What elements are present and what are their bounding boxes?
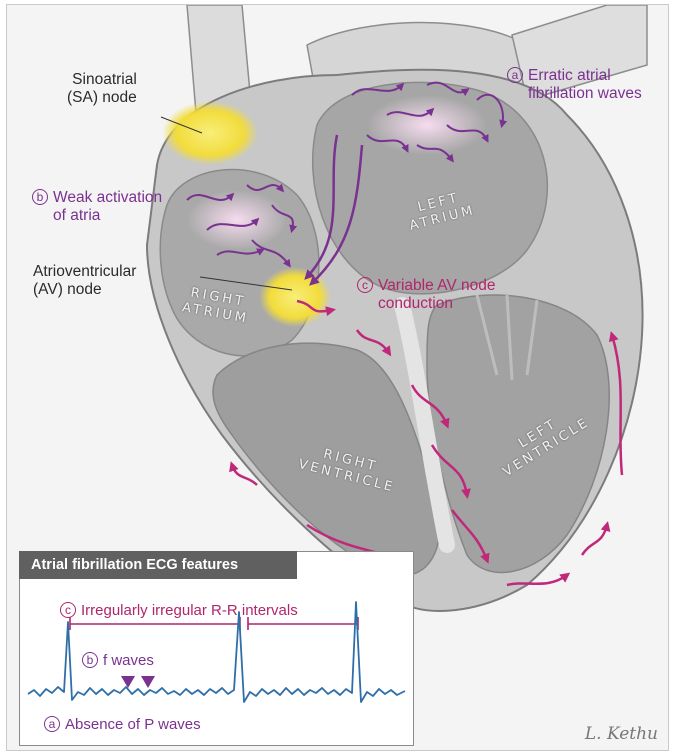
- ecg-callout-a-badge: a: [44, 716, 60, 732]
- ecg-callout-b-badge: b: [82, 652, 98, 668]
- artist-signature: L. Kethu: [585, 724, 658, 744]
- callout-b-text: Weak activation of atria: [53, 189, 162, 225]
- callout-c-text: Variable AV node conduction: [378, 277, 495, 313]
- callout-c: c Variable AV node conduction: [357, 277, 495, 313]
- callout-a-text: Erratic atrial fibrillation waves: [528, 67, 642, 103]
- figure-frame: Sinoatrial (SA) node a Erratic atrial fib…: [6, 4, 669, 751]
- f-wave-marker-1: [121, 676, 135, 688]
- ecg-callout-b-text: f waves: [103, 652, 154, 669]
- atria-glow-right: [187, 190, 287, 250]
- f-wave-marker-2: [141, 676, 155, 688]
- ecg-callout-a-text: Absence of P waves: [65, 716, 201, 733]
- atria-glow-left: [367, 95, 487, 155]
- sa-node-label: Sinoatrial (SA) node: [67, 71, 137, 107]
- ecg-callout-c-text: Irregularly irregular R-R intervals: [81, 602, 298, 619]
- sa-node: [162, 101, 258, 165]
- callout-b: b Weak activation of atria: [32, 189, 162, 225]
- callout-b-badge: b: [32, 189, 48, 205]
- ecg-callout-c: c Irregularly irregular R-R intervals: [60, 602, 298, 620]
- ecg-callout-a: a Absence of P waves: [44, 716, 201, 734]
- callout-a-badge: a: [507, 67, 523, 83]
- callout-a: a Erratic atrial fibrillation waves: [507, 67, 642, 103]
- ecg-callout-b: b f waves: [82, 652, 154, 670]
- av-node-label: Atrioventricular (AV) node: [33, 263, 136, 299]
- ecg-panel-title: Atrial fibrillation ECG features: [19, 551, 297, 579]
- ecg-callout-c-badge: c: [60, 602, 76, 618]
- ecg-panel: c Irregularly irregular R-R intervals b f …: [19, 551, 414, 746]
- callout-c-badge: c: [357, 277, 373, 293]
